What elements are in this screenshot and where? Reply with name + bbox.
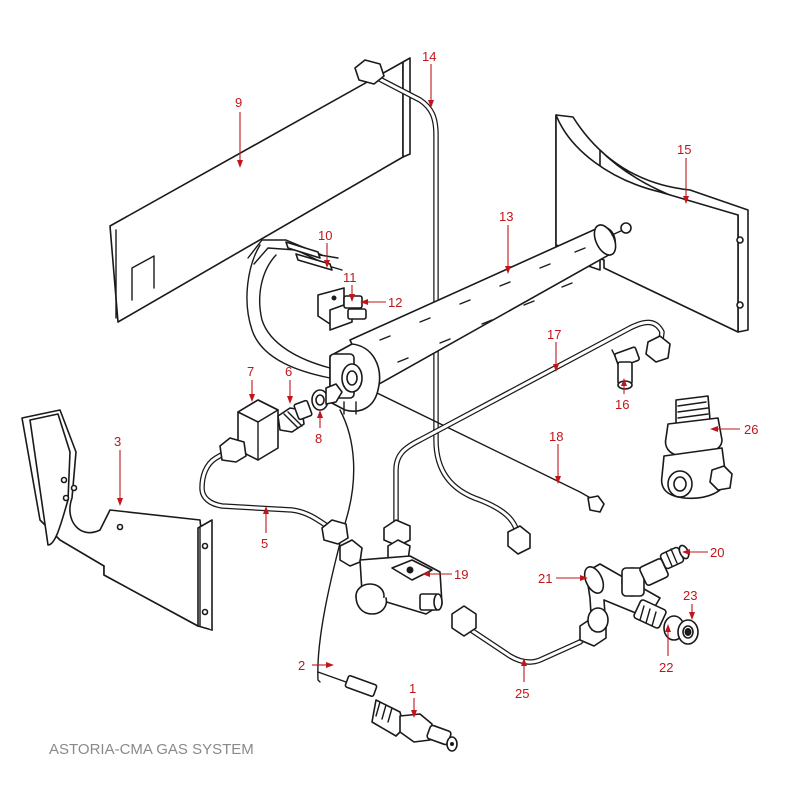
side-bracket-15 <box>555 114 749 333</box>
callout-23: 23 <box>683 588 697 603</box>
diagram-caption: ASTORIA-CMA GAS SYSTEM <box>49 741 254 758</box>
callout-9: 9 <box>235 95 242 110</box>
reducer-22 <box>633 599 667 629</box>
elbow-fitting-16 <box>611 346 640 390</box>
insulating-sleeve-7 <box>237 399 279 461</box>
callouts: 1 2 3 5 6 7 8 9 10 11 <box>114 49 758 718</box>
pilot-gas-line-5 <box>199 437 349 545</box>
callout-2: 2 <box>298 658 305 673</box>
callout-14: 14 <box>422 49 436 64</box>
callout-17: 17 <box>547 327 561 342</box>
callout-20: 20 <box>710 545 724 560</box>
callout-26: 26 <box>744 422 758 437</box>
callout-16: 16 <box>615 397 629 412</box>
callout-10: 10 <box>318 228 332 243</box>
pilot-bracket-11 <box>317 287 353 331</box>
callout-12: 12 <box>388 295 402 310</box>
callout-21: 21 <box>538 571 552 586</box>
fitting-6 <box>277 399 313 433</box>
heat-shield-plate-9 <box>109 57 411 323</box>
pilot-burner-12 <box>343 295 369 320</box>
callout-1: 1 <box>409 681 416 696</box>
supply-pipe-25 <box>451 605 607 665</box>
callout-19: 19 <box>454 567 468 582</box>
nipple-fitting-20 <box>639 544 690 586</box>
callout-25: 25 <box>515 686 529 701</box>
electrode-10 <box>285 241 343 271</box>
gas-line-17 <box>383 319 671 547</box>
callout-18: 18 <box>549 429 563 444</box>
callout-13: 13 <box>499 209 513 224</box>
pressure-test-point-23 <box>663 615 699 645</box>
callout-5: 5 <box>261 536 268 551</box>
igniter-1 <box>371 699 458 752</box>
gas-pipe-14 <box>354 59 531 555</box>
callout-6: 6 <box>285 364 292 379</box>
burner-tube-13 <box>329 222 632 415</box>
callout-11: 11 <box>343 270 357 285</box>
side-bracket-3 <box>21 409 213 631</box>
nut-8 <box>311 383 343 411</box>
callout-3: 3 <box>114 434 121 449</box>
gas-valve-19 <box>339 539 443 615</box>
pilot-line-18 <box>374 391 605 513</box>
callout-15: 15 <box>677 142 691 157</box>
burner-ports <box>379 247 586 363</box>
thermocouple-2 <box>317 671 378 698</box>
callout-7: 7 <box>247 364 254 379</box>
pressure-regulator-26 <box>660 395 733 500</box>
callout-8: 8 <box>315 431 322 446</box>
igniter-threads <box>375 701 393 723</box>
callout-22: 22 <box>659 660 673 675</box>
